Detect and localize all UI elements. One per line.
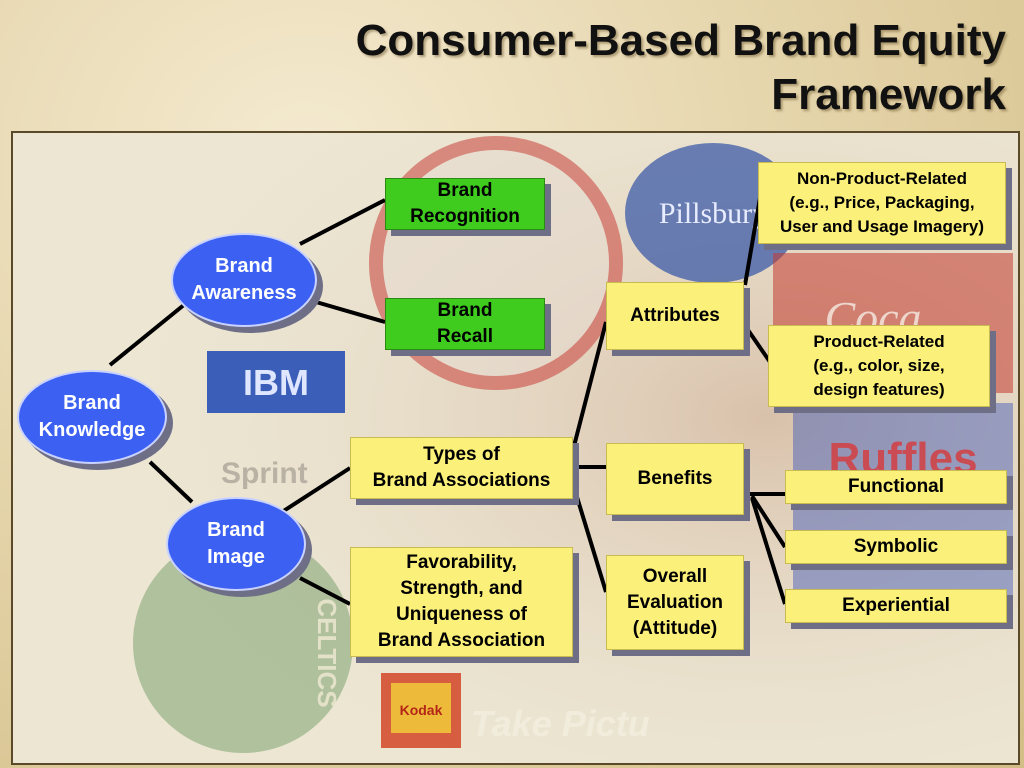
brand-recognition-line-1: Brand	[437, 180, 493, 201]
overall-evaluation-line-3: (Attitude)	[632, 617, 718, 639]
product-related-line-3: design features)	[813, 380, 945, 399]
celtics-logo	[133, 533, 353, 753]
non-product-related-line-1: Non-Product-Related	[797, 169, 967, 188]
brand-image-line-2: Image	[207, 546, 265, 568]
celtics-logo-text: CELTICS	[312, 598, 342, 707]
benefits-node: Benefits	[606, 443, 744, 515]
experiential-node: Experiential	[785, 589, 1007, 623]
types-of-associations-line-1: Types of	[423, 444, 500, 465]
experiential-label: Experiential	[842, 595, 950, 616]
ibm-logo	[207, 351, 345, 413]
brand-image-node: Brand Image	[166, 497, 306, 591]
symbolic-label: Symbolic	[853, 536, 939, 557]
brand-knowledge-line-1: Brand	[63, 392, 121, 414]
brand-recognition-line-2: Recognition	[410, 206, 520, 227]
brand-knowledge-node: Brand Knowledge	[17, 370, 167, 464]
non-product-related-line-2: (e.g., Price, Packaging,	[789, 193, 975, 212]
favorability-line-2: Strength, and	[400, 578, 523, 599]
overall-evaluation-line-2: Evaluation	[626, 591, 724, 613]
kodak-logo-text: Kodak	[400, 702, 443, 718]
brand-recognition-node: Brand Recognition	[385, 178, 545, 230]
brand-awareness-line-2: Awareness	[191, 282, 297, 304]
brand-recall-line-1: Brand	[437, 300, 493, 321]
product-related-node: Product-Related (e.g., color, size, desi…	[768, 325, 990, 407]
functional-node: Functional	[785, 470, 1007, 504]
sprint-logo-text: Sprint	[221, 457, 308, 490]
brand-image-line-1: Brand	[207, 519, 265, 541]
attributes-node: Attributes	[606, 282, 744, 350]
product-related-line-1: Product-Related	[813, 332, 945, 351]
overall-evaluation-line-1: Overall	[642, 565, 708, 587]
symbolic-node: Symbolic	[785, 530, 1007, 564]
ibm-logo-text: IBM	[243, 362, 309, 403]
functional-label: Functional	[847, 476, 945, 497]
product-related-line-2: (e.g., color, size,	[813, 356, 945, 375]
attributes-label: Attributes	[630, 305, 720, 326]
slide-title: Consumer-Based Brand Equity Framework	[356, 14, 1006, 122]
favorability-node: Favorability, Strength, and Uniqueness o…	[350, 547, 573, 657]
non-product-related-node: Non-Product-Related (e.g., Price, Packag…	[758, 162, 1006, 244]
non-product-related-line-3: User and Usage Imagery)	[779, 217, 985, 236]
brand-awareness-node: Brand Awareness	[171, 233, 317, 327]
take-pictures-text: Take Pictu	[471, 703, 650, 744]
brand-recall-line-2: Recall	[437, 326, 493, 347]
brand-recall-node: Brand Recall	[385, 298, 545, 350]
types-of-associations-line-2: Brand Associations	[372, 470, 551, 491]
brand-knowledge-line-2: Knowledge	[38, 419, 146, 441]
favorability-line-4: Brand Association	[377, 630, 546, 651]
title-line-1: Consumer-Based Brand Equity	[355, 16, 1006, 65]
kodak-logo-inner	[391, 683, 451, 733]
favorability-line-1: Favorability,	[406, 552, 517, 573]
overall-evaluation-node: Overall Evaluation (Attitude)	[606, 555, 744, 650]
types-of-associations-node: Types of Brand Associations	[350, 437, 573, 499]
pillsbury-logo-text: Pillsbury	[659, 197, 767, 230]
favorability-line-3: Uniqueness of	[396, 604, 527, 625]
title-line-2: Framework	[771, 70, 1006, 119]
brand-awareness-line-1: Brand	[215, 255, 273, 277]
benefits-label: Benefits	[637, 468, 713, 489]
